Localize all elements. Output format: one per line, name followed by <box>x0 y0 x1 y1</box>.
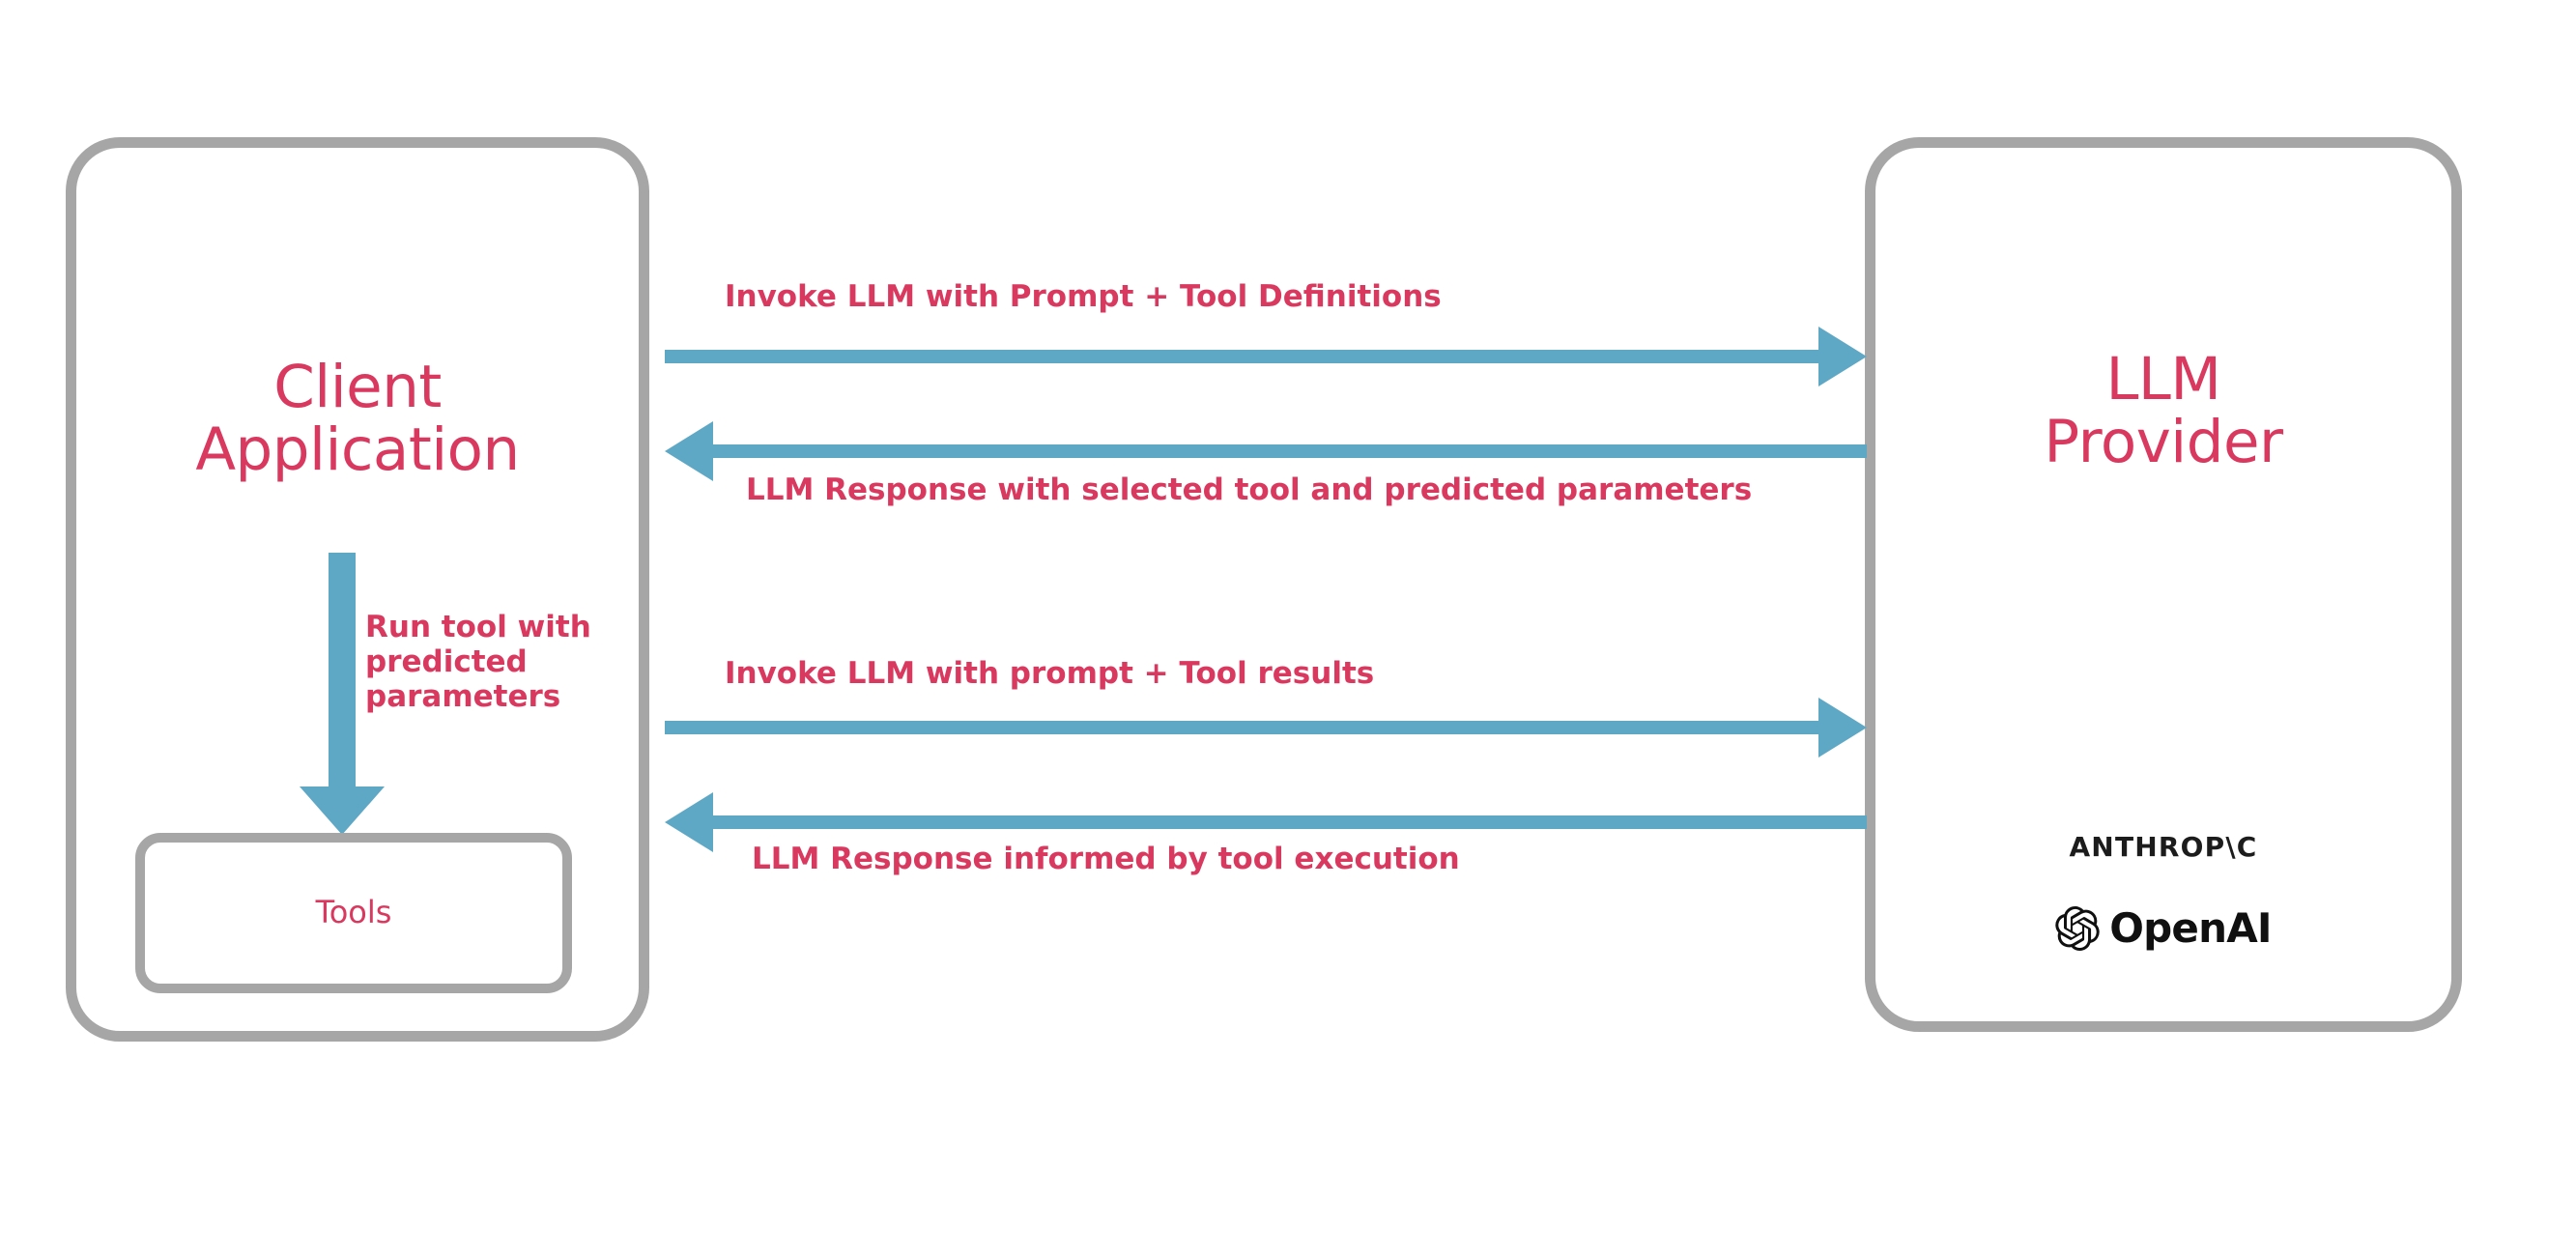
openai-wordmark: OpenAI <box>2109 904 2272 952</box>
arrow-invoke-1 <box>665 327 1867 386</box>
arrow-invoke-2 <box>665 698 1867 758</box>
arrow-run-tool-label: Run tool with predicted parameters <box>365 610 591 714</box>
client-application-label: Client Application <box>195 353 520 485</box>
openai-mark-icon <box>2055 906 2100 951</box>
client-application-node <box>66 137 649 1042</box>
llm-provider-node <box>1865 137 2462 1032</box>
arrow-response-2-label: LLM Response informed by tool execution <box>752 842 1460 876</box>
arrow-response-1 <box>665 421 1867 481</box>
arrow-invoke-1-label: Invoke LLM with Prompt + Tool Definition… <box>725 279 1442 314</box>
arrow-run-tool <box>300 553 385 835</box>
openai-logo: OpenAI <box>1865 906 2462 951</box>
arrow-response-1-label: LLM Response with selected tool and pred… <box>746 472 1753 507</box>
llm-provider-label: LLM Provider <box>2044 345 2283 477</box>
anthropic-logo: ANTHROP\C <box>2069 831 2258 863</box>
tools-label: Tools <box>315 894 392 930</box>
arrow-response-2 <box>665 792 1867 852</box>
arrow-invoke-2-label: Invoke LLM with prompt + Tool results <box>725 656 1375 691</box>
tools-node <box>135 833 572 993</box>
